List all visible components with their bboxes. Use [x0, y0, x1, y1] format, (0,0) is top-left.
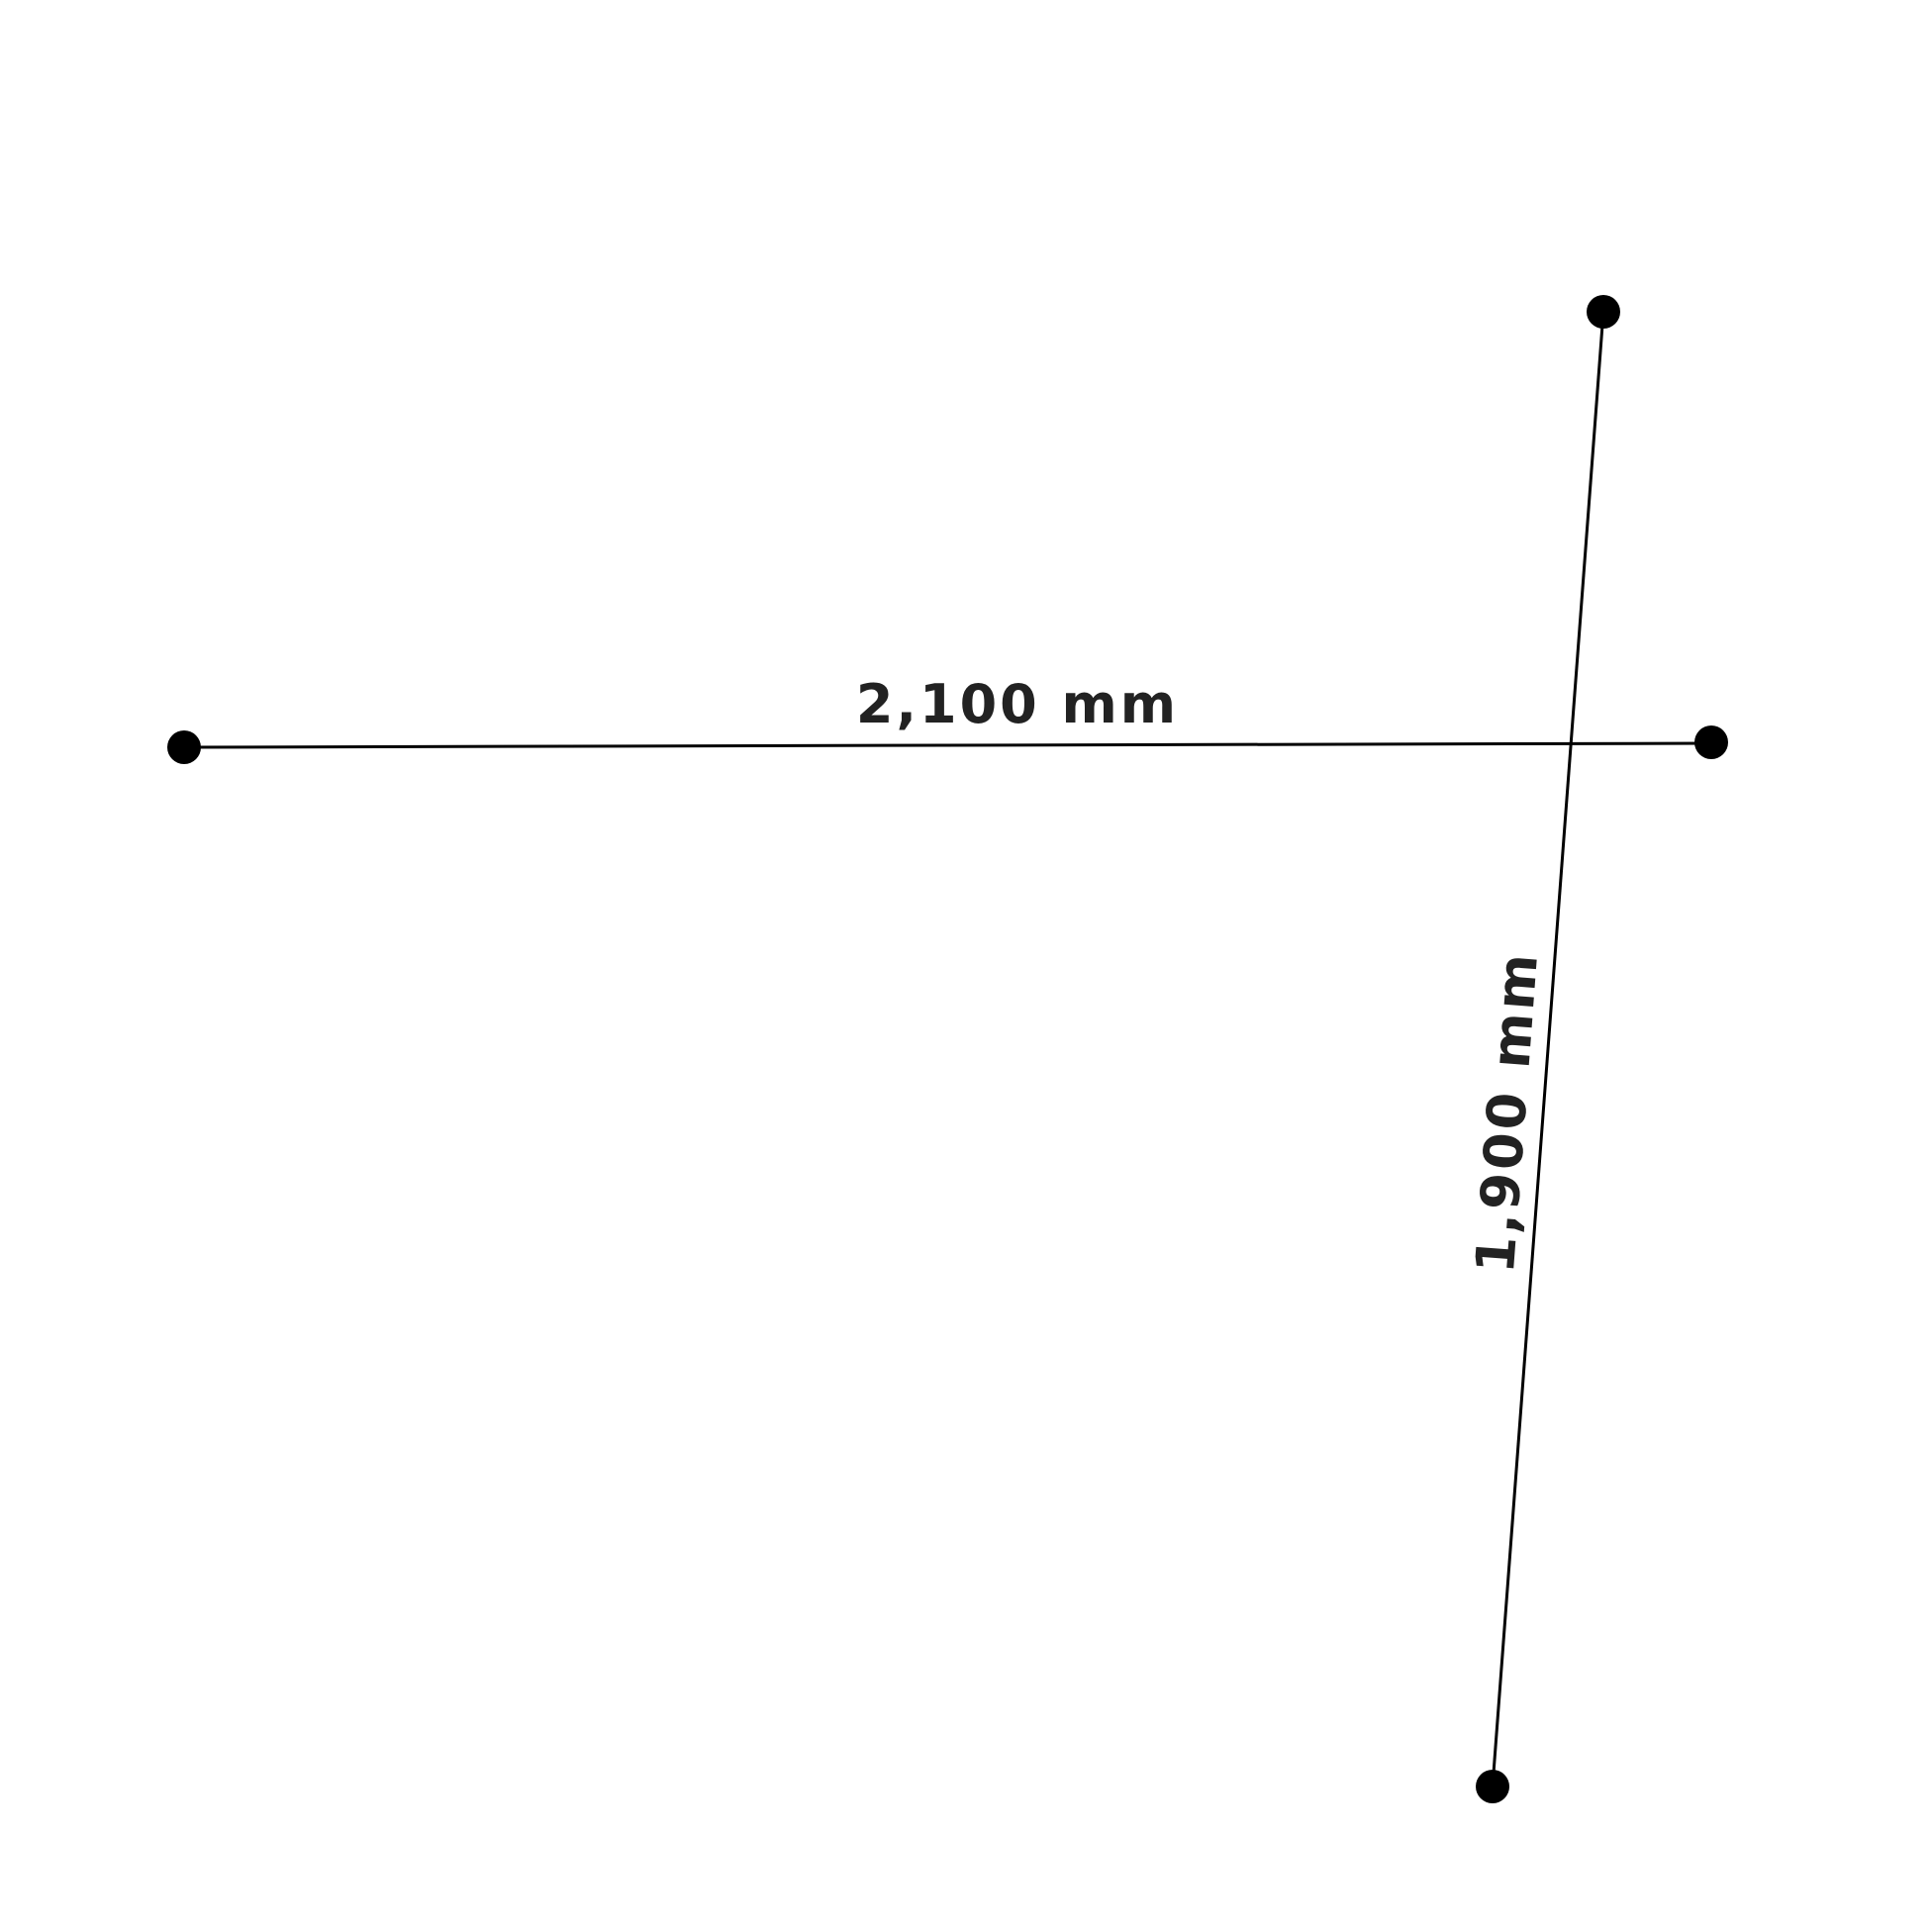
measurement-vertical: 1,900 mm: [1464, 295, 1620, 1803]
measurement-line-vertical: [1491, 311, 1605, 1787]
endpoint-bottom[interactable]: [1476, 1770, 1509, 1803]
endpoint-right[interactable]: [1694, 725, 1728, 759]
measurement-label-vertical: 1,900 mm: [1464, 949, 1550, 1276]
measurement-horizontal: 2,100 mm: [167, 673, 1728, 764]
endpoint-left[interactable]: [167, 730, 201, 764]
measurement-line-horizontal: [183, 741, 1712, 749]
endpoint-top[interactable]: [1587, 295, 1620, 329]
measurement-label-horizontal: 2,100 mm: [856, 673, 1179, 735]
